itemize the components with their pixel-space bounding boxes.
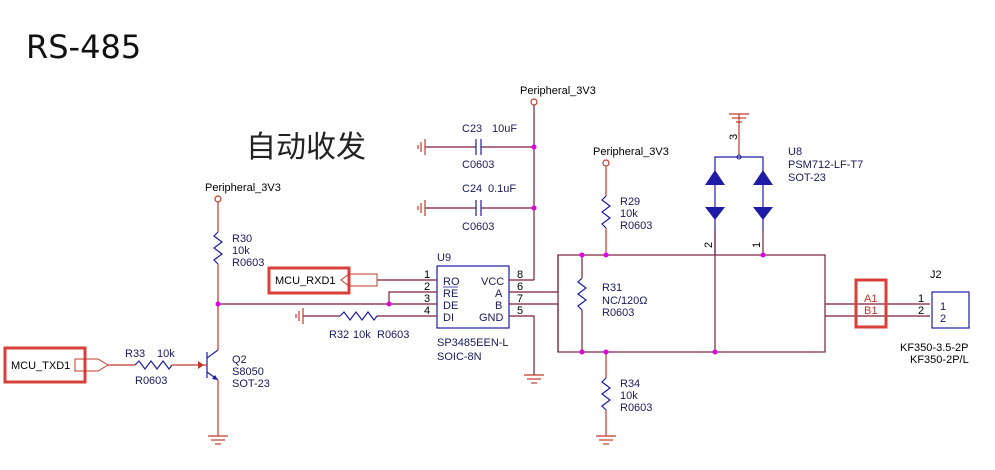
pin-name: DI <box>443 312 454 324</box>
net-b1: B1 <box>864 305 877 317</box>
r30-value: 10k <box>232 245 250 257</box>
r33-value: 10k <box>157 348 175 360</box>
r32-resistor: R32 10k R0603 <box>295 308 437 341</box>
pin-number: 2 <box>703 242 715 248</box>
net-label-mcu-txd: MCU_TXD1 <box>3 346 109 384</box>
pin-number: 3 <box>728 134 740 140</box>
pin-number: 2 <box>918 305 924 317</box>
q2-footprint: SOT-23 <box>232 378 270 390</box>
ground-icon <box>417 200 426 216</box>
pin-name: 2 <box>940 313 946 325</box>
u9-footprint: SOIC-8N <box>437 351 482 363</box>
ground-icon <box>295 308 304 324</box>
pin-name: RE <box>443 288 458 300</box>
r31-ref: R31 <box>602 282 622 294</box>
power-label: Peripheral_3V3 <box>593 146 669 158</box>
net-label-mcu-rxd: MCU_RXD1 <box>267 266 378 295</box>
u8-footprint: SOT-23 <box>788 172 826 184</box>
pin-number: 1 <box>751 242 763 248</box>
c24-value: 0.1uF <box>488 183 516 195</box>
r31-footprint: R0603 <box>602 307 634 319</box>
pin-number: 5 <box>517 305 523 317</box>
c23-footprint: C0603 <box>462 159 494 171</box>
c24-ref: C24 <box>462 183 482 195</box>
j2-connector: J2 1 2 1 2 KF350-3.5-2P KF350-2P/L <box>900 269 970 366</box>
pin-number: 1 <box>918 293 924 305</box>
j2-ref: J2 <box>930 269 942 281</box>
u8-tvs: 3 2 1 U8 PSM712-LF-T7 SOT-23 <box>703 113 863 355</box>
r29-value: 10k <box>620 208 638 220</box>
r34-value: 10k <box>620 390 638 402</box>
ground-icon <box>596 435 616 445</box>
pin-name: RO <box>443 276 460 288</box>
r32-ref: R32 <box>329 329 349 341</box>
power-label: Peripheral_3V3 <box>205 182 281 194</box>
pin-number: 3 <box>424 293 430 305</box>
q2-ref: Q2 <box>232 354 247 366</box>
pin-name: VCC <box>481 276 504 288</box>
power-port-icon <box>602 159 610 167</box>
u9-ref: U9 <box>437 252 451 264</box>
net-name: MCU_RXD1 <box>275 275 336 287</box>
pin-number: 2 <box>424 281 430 293</box>
pin-name: A <box>495 288 503 300</box>
power-port-icon <box>214 195 222 203</box>
pin-number: 6 <box>517 281 523 293</box>
pin-number: 4 <box>424 305 430 317</box>
ground-icon <box>417 139 426 155</box>
pin-name: B <box>495 300 502 312</box>
r34-ref: R34 <box>620 378 640 390</box>
net-label-ab: A1 B1 <box>854 278 888 329</box>
j2-footprint: KF350-2P/L <box>910 354 969 366</box>
r32-value: 10k <box>353 329 371 341</box>
pin-name: GND <box>479 312 504 324</box>
ground-icon <box>208 435 228 445</box>
net-name: MCU_TXD1 <box>11 360 70 372</box>
u8-value: PSM712-LF-T7 <box>788 159 863 171</box>
r31-value: NC/120Ω <box>602 295 648 307</box>
pin-name: 1 <box>940 301 946 313</box>
r34-footprint: R0603 <box>620 402 652 414</box>
q2-driver: Peripheral_3V3 R30 10k R0603 Q2 S8050 SO… <box>205 182 281 445</box>
rs485-bus: R31 NC/120Ω R0603 Peripheral_3V3 R29 10k… <box>557 146 930 445</box>
r30-ref: R30 <box>232 233 252 245</box>
net-a1: A1 <box>864 293 877 305</box>
j2-value: KF350-3.5-2P <box>900 342 968 354</box>
r33-footprint: R0603 <box>135 375 167 387</box>
vcc-decoupling: Peripheral_3V3 C23 10uF C0603 C24 0.1uF … <box>417 85 596 280</box>
power-label: Peripheral_3V3 <box>520 85 596 97</box>
r29-ref: R29 <box>620 196 640 208</box>
c23-value: 10uF <box>492 123 517 135</box>
ground-icon <box>524 374 544 384</box>
r29-footprint: R0603 <box>620 220 652 232</box>
pin-number: 1 <box>424 269 430 281</box>
subtitle: 自动收发 <box>246 130 366 165</box>
r30-footprint: R0603 <box>232 257 264 269</box>
u9-value: SP3485EEN-L <box>437 337 509 349</box>
pin-name: DE <box>443 300 458 312</box>
r33-resistor: R33 10k R0603 <box>108 348 207 387</box>
power-port-icon <box>530 98 538 106</box>
q2-value: S8050 <box>232 366 264 378</box>
c24-footprint: C0603 <box>462 221 494 233</box>
c23-ref: C23 <box>462 123 482 135</box>
u8-ref: U8 <box>788 146 802 158</box>
r33-ref: R33 <box>125 348 145 360</box>
page-title: RS-485 <box>26 28 141 66</box>
pin-number: 7 <box>517 293 523 305</box>
r32-footprint: R0603 <box>377 329 409 341</box>
pin-number: 8 <box>517 269 523 281</box>
